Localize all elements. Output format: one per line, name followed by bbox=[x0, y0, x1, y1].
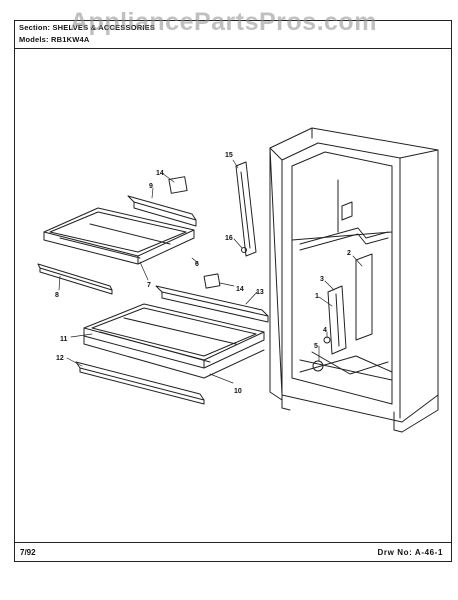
callout-10: 10 bbox=[234, 388, 242, 395]
upper-shelf-trim bbox=[127, 176, 197, 227]
callout-leaders bbox=[58, 159, 363, 384]
callout-13: 13 bbox=[256, 289, 264, 296]
callout-15: 15 bbox=[225, 152, 233, 159]
diagram-sheet: Section: SHELVES & ACCESSORIES Models: R… bbox=[14, 20, 452, 562]
models-label: Models: bbox=[19, 35, 49, 44]
callout-2: 2 bbox=[347, 250, 351, 257]
watermark-logo: AppliancePartsPros.com bbox=[70, 8, 377, 36]
callout-11: 11 bbox=[60, 336, 68, 343]
section-value: SHELVES & ACCESSORIES bbox=[52, 23, 156, 32]
callout-5: 5 bbox=[314, 343, 318, 350]
callout-7: 7 bbox=[147, 282, 151, 289]
section-line: Section: SHELVES & ACCESSORIES bbox=[19, 23, 155, 32]
callout-6: 6 bbox=[195, 261, 199, 268]
models-value: RB1KW4A bbox=[51, 35, 90, 44]
lower-glass-shelf bbox=[83, 303, 265, 379]
section-label: Section: bbox=[19, 23, 51, 32]
callout-16: 16 bbox=[225, 235, 233, 242]
revision-date: 7/92 bbox=[20, 548, 36, 557]
callout-1: 1 bbox=[315, 293, 319, 300]
bottom-front-trim bbox=[75, 361, 205, 405]
callout-9: 9 bbox=[149, 183, 153, 190]
callout-12: 12 bbox=[56, 355, 64, 362]
callout-4: 4 bbox=[323, 327, 327, 334]
upper-glass-shelf bbox=[43, 207, 195, 265]
models-line: Models: RB1KW4A bbox=[19, 35, 90, 44]
callout-3: 3 bbox=[320, 276, 324, 283]
title-block: Section: SHELVES & ACCESSORIES Models: R… bbox=[15, 21, 451, 49]
door-rail-bracket bbox=[235, 161, 257, 257]
callout-14-upper: 14 bbox=[156, 170, 164, 177]
lower-shelf-trim bbox=[155, 273, 269, 323]
drawing-number: Drw No: A-46-1 bbox=[377, 548, 443, 557]
refrigerator-cabinet bbox=[269, 127, 439, 433]
upper-front-trim bbox=[37, 263, 113, 295]
callout-14-lower: 14 bbox=[236, 286, 244, 293]
callout-8-upper: 8 bbox=[55, 292, 59, 299]
footer-rule bbox=[15, 542, 451, 543]
clip-16 bbox=[241, 247, 247, 253]
